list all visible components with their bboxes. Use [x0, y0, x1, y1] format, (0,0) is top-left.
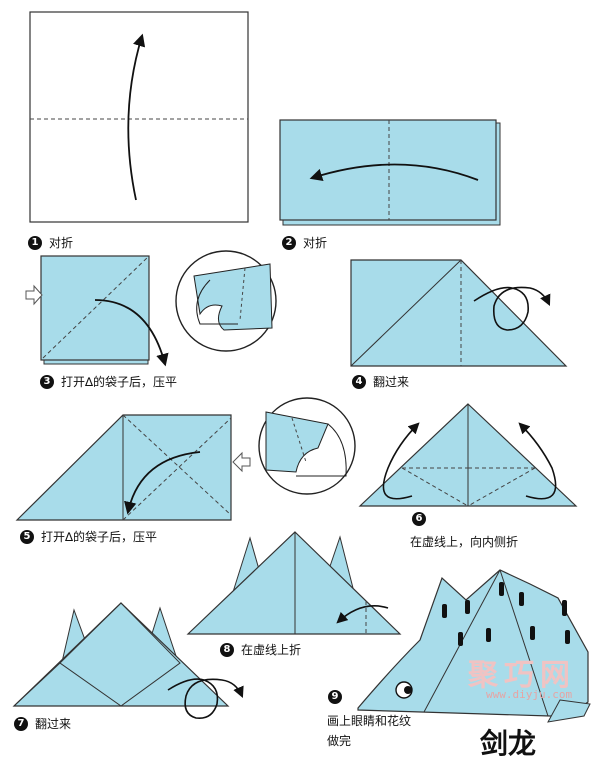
step3-detail-fold	[196, 279, 238, 325]
step9-text-line1: 画上眼睛和花纹	[327, 714, 412, 728]
stegosaurus-tail	[547, 699, 591, 723]
step4-text: 翻过来	[373, 375, 410, 389]
step6-dashed-left	[401, 467, 469, 507]
step2-caption: 2 对折	[282, 234, 327, 251]
step7-shape	[12, 602, 230, 707]
step6-dashed-right	[467, 467, 536, 507]
step9-number: 9	[328, 690, 342, 704]
step5-figure	[15, 397, 356, 521]
stegosaurus-crease-1	[499, 569, 549, 717]
step1-number: 1	[28, 235, 42, 250]
step7-figure	[12, 602, 244, 720]
step6-figure	[358, 403, 578, 507]
watermark-logo: 聚巧网	[468, 658, 576, 693]
step8-figure	[186, 531, 402, 635]
diagram-title: 剑龙	[480, 727, 537, 760]
step5-arrow	[124, 451, 201, 515]
step7-crease-left	[13, 662, 61, 707]
step8-arrow	[336, 605, 389, 624]
step6-arrow-left	[382, 422, 420, 500]
step4-crease	[350, 259, 462, 367]
step9-number-wrap: 9	[328, 690, 349, 704]
step3-caption: 3 打开∆的袋子后，压平	[40, 373, 177, 390]
step5-detail-shape	[265, 411, 329, 473]
step4-figure	[350, 259, 568, 367]
step7-flip-arrow	[167, 678, 244, 720]
step1-figure	[29, 11, 249, 223]
step9-figure	[357, 569, 591, 723]
step4-shape	[350, 259, 568, 367]
step5-detail-dashed	[291, 417, 307, 463]
step3-figure	[25, 250, 277, 367]
step6-number-wrap: 6	[412, 512, 433, 526]
step7-text: 翻过来	[35, 717, 72, 731]
step6-arrow-right	[518, 422, 557, 500]
step3-push-arrow	[25, 284, 43, 306]
step5-dashed-1	[122, 414, 232, 516]
step7-number: 7	[14, 716, 28, 731]
step3-text: 打开∆的袋子后，压平	[61, 375, 178, 389]
step8-caption: 8 在虚线上折	[220, 641, 301, 658]
step3-number: 3	[40, 374, 54, 389]
watermark-url: www.diyju.com	[486, 688, 573, 701]
step8-shape	[186, 531, 402, 635]
step5-number: 5	[20, 529, 34, 544]
step3-detail-shape	[193, 263, 273, 331]
step1-text: 对折	[49, 236, 74, 250]
step9-text-line2: 做完	[327, 734, 352, 748]
step8-number: 8	[220, 642, 234, 657]
stegosaurus-pupil	[404, 686, 412, 694]
step2-text: 对折	[303, 236, 328, 250]
step3-arrow	[94, 299, 169, 367]
step3-dashed-diagonal	[42, 255, 150, 359]
step5-text: 打开∆的袋子后，压平	[41, 530, 158, 544]
step5-push-arrow	[232, 451, 251, 473]
step9-caption-line1: 画上眼睛和花纹	[327, 712, 411, 729]
step6-caption: 在虚线上，向内侧折	[410, 533, 518, 550]
step2-rect	[279, 119, 497, 221]
step6-number: 6	[412, 512, 426, 526]
stegosaurus-pattern	[442, 582, 570, 646]
step9-caption-line2: 做完	[327, 732, 351, 749]
step1-caption: 1 对折	[28, 234, 73, 251]
step5-dashed-2	[122, 417, 232, 521]
step5-caption: 5 打开∆的袋子后，压平	[20, 528, 157, 545]
step4-flip-arrow	[473, 286, 551, 331]
step2-number: 2	[282, 235, 296, 250]
step5-detail-fold	[296, 423, 347, 477]
step7-inner-diamond	[59, 602, 181, 707]
step6-text: 在虚线上，向内侧折	[410, 535, 519, 549]
step4-caption: 4 翻过来	[352, 373, 409, 390]
step4-number: 4	[352, 374, 366, 389]
step7-caption: 7 翻过来	[14, 715, 71, 732]
step2-arrow	[309, 163, 479, 181]
step2-figure	[279, 119, 501, 226]
step3-detail-dashed	[239, 267, 246, 321]
step8-text: 在虚线上折	[241, 643, 302, 657]
step5-shape	[15, 414, 232, 521]
step1-arrow	[127, 33, 146, 201]
